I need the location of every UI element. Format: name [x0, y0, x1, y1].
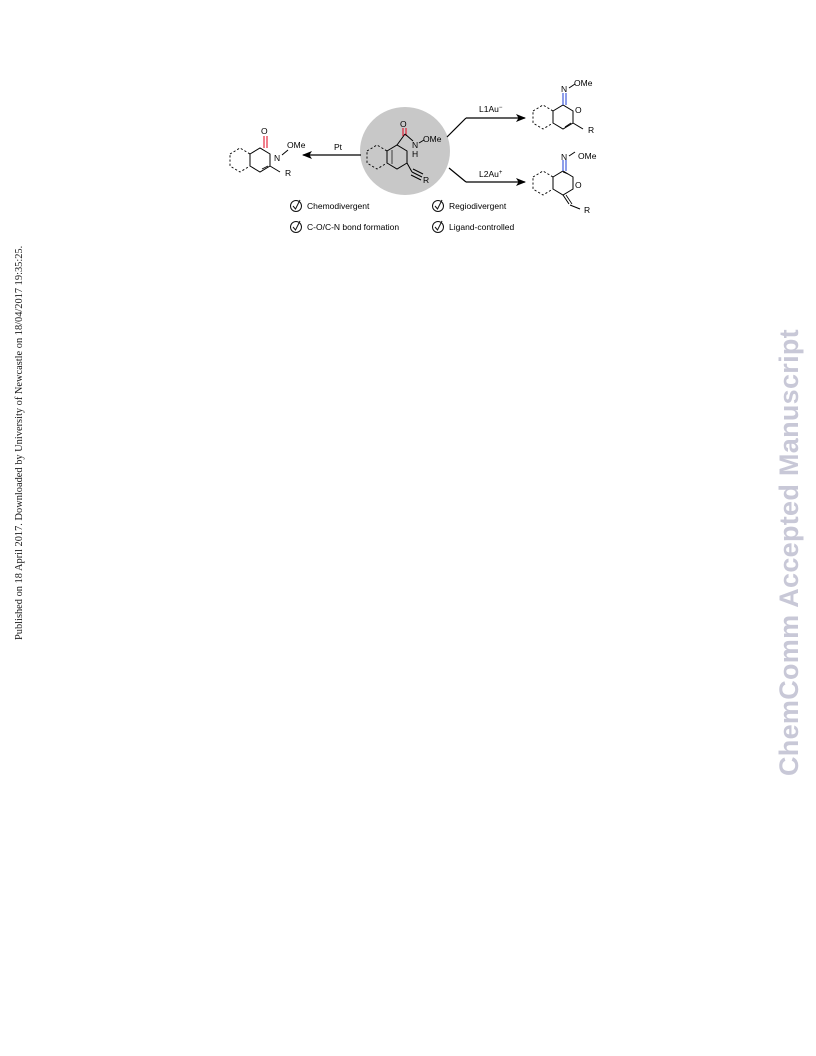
l1au-product: N OMe O R — [532, 78, 594, 135]
feature-list: Chemodivergent Regiodivergent C-O/C-N bo… — [290, 199, 514, 233]
bottom-product-n: N — [561, 152, 567, 162]
check-mark-icon — [434, 199, 443, 210]
feature-label: C-O/C-N bond formation — [307, 222, 399, 232]
pt-product-r: R — [285, 168, 291, 178]
top-arrow-diagonal — [446, 117, 467, 138]
dashed-ring — [532, 170, 554, 196]
center-nh-n: N — [412, 140, 418, 150]
pt-reagent: Pt — [334, 142, 343, 152]
top-product-r: R — [588, 125, 594, 135]
top-product-o: O — [575, 105, 582, 115]
center-carbonyl-o: O — [400, 119, 407, 129]
top-reagent: L1Au− — [479, 104, 503, 114]
bottom-product-r: R — [584, 205, 590, 215]
check-circle-icon — [290, 200, 302, 212]
bottom-product-ome: OMe — [578, 151, 597, 161]
dashed-ring — [229, 147, 251, 173]
pt-product-ome: OMe — [287, 140, 306, 150]
feature-bond-formation: C-O/C-N bond formation — [290, 220, 399, 233]
feature-label: Regiodivergent — [449, 201, 507, 211]
check-circle-icon — [432, 221, 444, 233]
bottom-reagent: L2Au+ — [479, 169, 503, 179]
top-product-n: N — [561, 84, 567, 94]
publication-note: Published on 18 April 2017. Downloaded b… — [14, 245, 25, 640]
center-nh-h: H — [412, 149, 418, 159]
center-ome: OMe — [423, 134, 442, 144]
pt-product-o: O — [261, 126, 268, 136]
bottom-product-o: O — [575, 180, 582, 190]
feature-chemodivergent: Chemodivergent — [290, 199, 370, 212]
check-circle-icon — [432, 200, 444, 212]
check-circle-icon — [290, 221, 302, 233]
dashed-ring — [532, 104, 554, 130]
feature-ligand-controlled: Ligand-controlled — [432, 220, 514, 233]
feature-regiodivergent: Regiodivergent — [432, 199, 507, 212]
top-product-ome: OMe — [574, 78, 593, 88]
highlight-circle — [360, 107, 450, 195]
l2au-product: N OMe O R — [532, 151, 597, 215]
center-r: R — [423, 175, 429, 185]
pt-product-n: N — [274, 153, 280, 163]
check-mark-icon — [292, 220, 301, 231]
check-mark-icon — [292, 199, 301, 210]
feature-label: Ligand-controlled — [449, 222, 514, 232]
feature-label: Chemodivergent — [307, 201, 370, 211]
accepted-manuscript-watermark: ChemComm Accepted Manuscript — [774, 329, 804, 776]
starting-material: O N H OMe R — [360, 107, 450, 195]
pt-product: O N OMe R — [229, 126, 306, 178]
check-mark-icon — [434, 220, 443, 231]
bottom-arrow-diagonal — [448, 167, 467, 183]
